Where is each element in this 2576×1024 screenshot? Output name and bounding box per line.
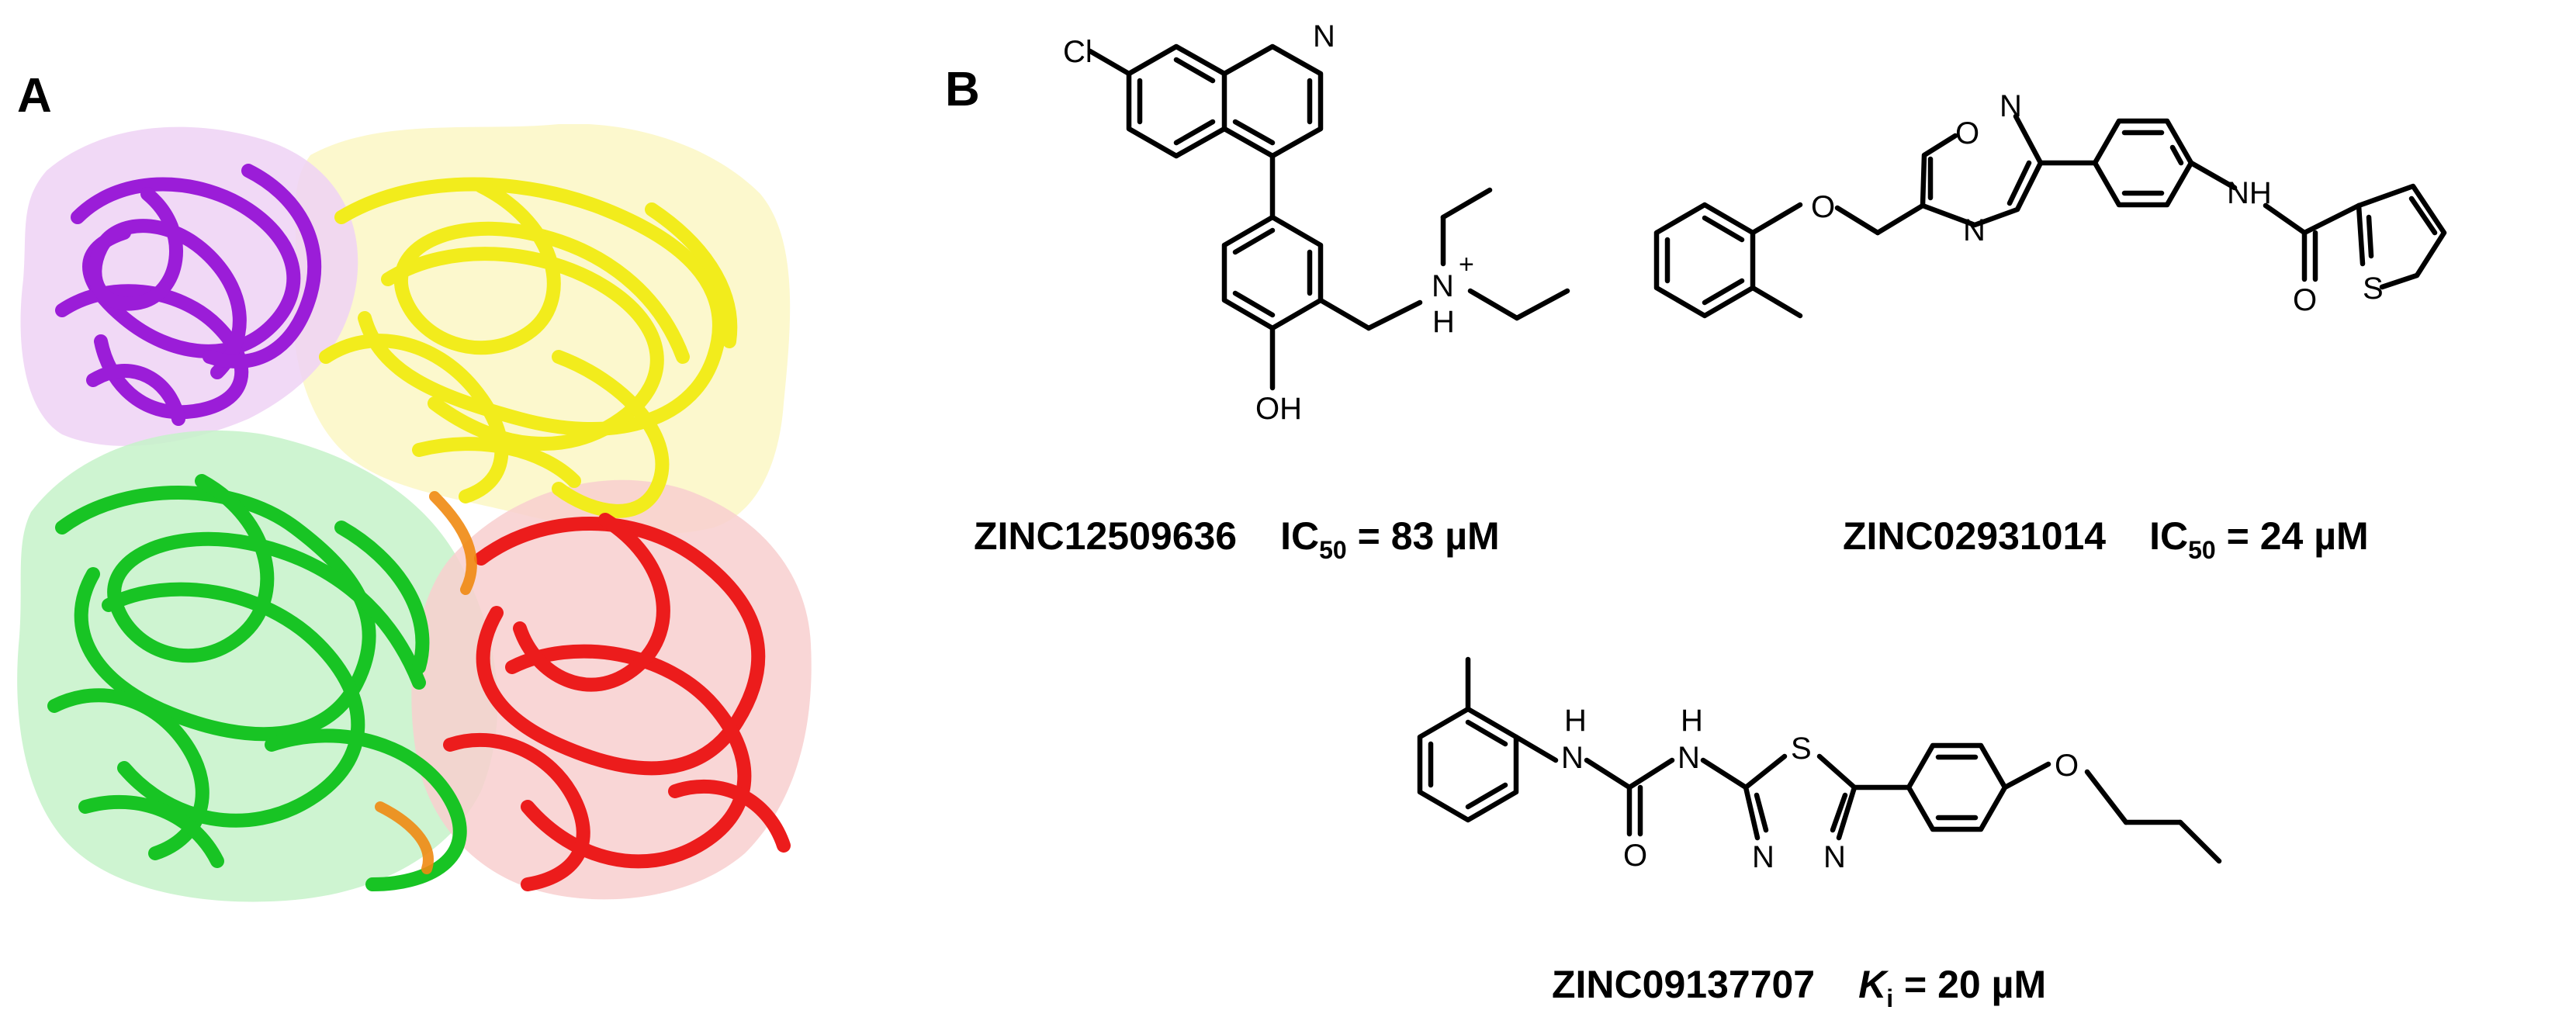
compound-3-id: ZINC09137707 xyxy=(1552,963,1816,1006)
compound-2-measure: IC xyxy=(2149,514,2189,558)
n-plus-atom-label: N xyxy=(1432,269,1454,303)
urea-o-label: O xyxy=(1623,839,1647,873)
nh1-h-label: H xyxy=(1564,704,1587,738)
compound-2-structure: O N O N NH O S xyxy=(1653,89,2447,319)
ether-o-label-2: O xyxy=(2055,749,2079,783)
compound-1-measure: IC xyxy=(1280,514,1320,558)
chain-green-ribbons xyxy=(47,474,467,891)
compound-3-structure: H N H N O S N N O xyxy=(1417,656,2222,874)
compound-1-id: ZINC12509636 xyxy=(974,514,1238,558)
compound-1-value: = 83 µM xyxy=(1357,514,1500,558)
chain-yellow-ribbons xyxy=(319,177,738,518)
compound-1-caption: ZINC12509636 IC50 = 83 µM xyxy=(974,514,1500,565)
chain-purple-ribbons xyxy=(55,164,322,426)
panel-a-label: A xyxy=(17,69,52,123)
amide-nh-label: NH xyxy=(2227,176,2272,210)
thiadiazole-n1-label: N xyxy=(1752,840,1774,874)
oh-atom-label: OH xyxy=(1255,392,1302,426)
plus-charge-label: + xyxy=(1459,250,1474,279)
chain-red-ribbons xyxy=(443,513,791,891)
cl-atom-label: Cl xyxy=(1063,35,1092,69)
oxadiazole-n2-label: N xyxy=(1963,213,1986,247)
nh2-n-label: N xyxy=(1678,741,1700,775)
compound-2-caption: ZINC02931014 IC50 = 24 µM xyxy=(1843,514,2369,565)
thiadiazole-n2-label: N xyxy=(1823,840,1846,874)
compound-3-value: = 20 µM xyxy=(1904,963,2047,1006)
compound-2-value: = 24 µM xyxy=(2226,514,2369,558)
nh2-h-label: H xyxy=(1681,704,1703,738)
oxadiazole-n1-label: N xyxy=(2000,89,2022,123)
thiophene-s-label: S xyxy=(2363,272,2384,306)
nh1-n-label: N xyxy=(1561,741,1584,775)
compound-3-measure: K xyxy=(1858,963,1887,1006)
compound-3-caption: ZINC09137707 Ki = 20 µM xyxy=(1552,962,2046,1013)
protein-tetramer-image xyxy=(16,124,815,915)
carbonyl-o-label: O xyxy=(2293,283,2317,317)
compound-3-measure-sub: i xyxy=(1886,984,1894,1012)
h-atom-label: H xyxy=(1432,305,1455,339)
compound-2-id: ZINC02931014 xyxy=(1843,514,2107,558)
n-atom-label: N xyxy=(1313,19,1335,54)
compound-2-measure-sub: 50 xyxy=(2188,536,2216,564)
thiadiazole-s-label: S xyxy=(1791,732,1812,766)
panel-b-label: B xyxy=(945,63,980,116)
surface-red xyxy=(411,479,812,900)
interface-orange-ribbons xyxy=(375,491,477,874)
compound-1-structure: Cl N N + H OH xyxy=(1063,19,1570,426)
ether-o-label: O xyxy=(1811,190,1835,224)
oxadiazole-o-label: O xyxy=(1955,116,1979,150)
compound-1-measure-sub: 50 xyxy=(1319,536,1347,564)
